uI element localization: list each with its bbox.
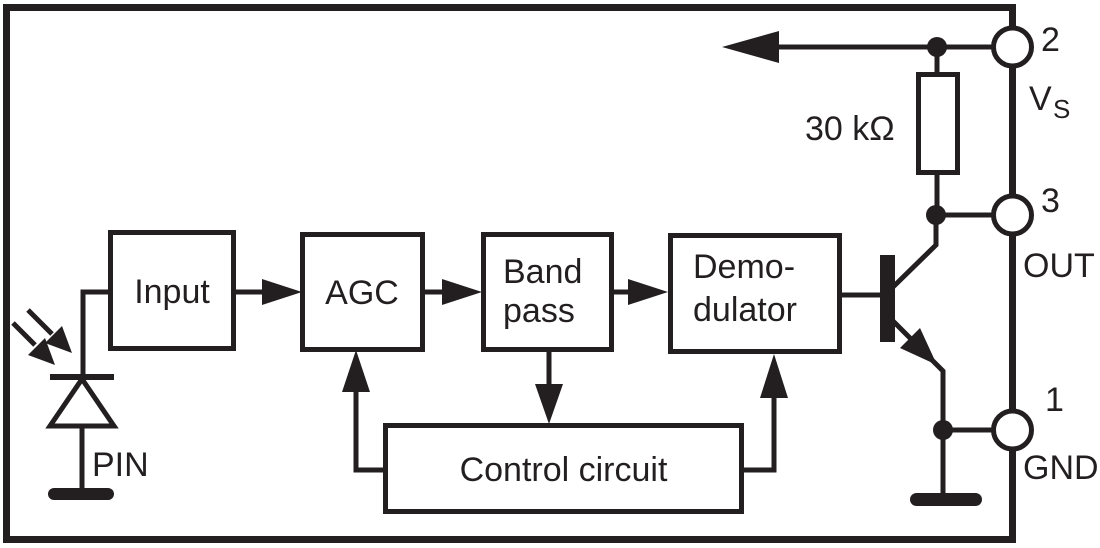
- agc-label: AGC: [325, 274, 399, 312]
- output-stage: 30 kΩ: [722, 31, 999, 506]
- arrowhead-input-to-agc: [262, 279, 302, 305]
- light-ray-icon: [11, 321, 37, 347]
- resistor-value-label: 30 kΩ: [805, 110, 895, 148]
- block-control-circuit: Control circuit: [383, 423, 744, 514]
- pin-1-terminal: [991, 408, 1034, 452]
- arrowhead-agc-to-bandpass: [442, 279, 482, 305]
- arrowhead-bandpass-to-control: [535, 384, 563, 424]
- pin-2-terminal: [991, 25, 1034, 69]
- ground-symbol: [48, 488, 114, 500]
- block-bandpass: Band pass: [481, 232, 614, 352]
- wire-photodiode-to-input: [80, 289, 111, 377]
- arrowhead-bandpass-to-demodulator: [628, 279, 668, 305]
- demodulator-box: [668, 233, 842, 354]
- pin-1-number: 1: [1045, 381, 1064, 419]
- arrowhead-supply-to-circuit: [722, 31, 779, 63]
- pin-3-terminal: [991, 193, 1034, 237]
- pin-2-number: 2: [1041, 21, 1060, 59]
- pin-out: 3 OUT: [991, 182, 1095, 285]
- control-circuit-label: Control circuit: [460, 451, 668, 489]
- demodulator-label-line2: dulator: [693, 291, 797, 329]
- pin-2-name-subscript: S: [1053, 94, 1070, 124]
- arrowhead-control-to-agc: [342, 350, 370, 392]
- resistor-body: [916, 72, 960, 175]
- light-ray-icon: [26, 308, 54, 336]
- block-agc: AGC: [300, 232, 425, 352]
- photodiode-label: PIN: [92, 446, 149, 484]
- transistor-emitter: [891, 319, 946, 495]
- pin-1-name: GND: [1023, 449, 1099, 487]
- light-ray-arrowhead-icon: [45, 326, 72, 353]
- agc-box: [300, 232, 425, 352]
- bandpass-label-line2: pass: [503, 292, 575, 330]
- pin-vs: 2 V S: [991, 21, 1070, 124]
- pin-2-name: V: [1029, 80, 1052, 118]
- signal-chain: [233, 279, 882, 305]
- pin-3-number: 3: [1041, 182, 1060, 220]
- wire-control-to-demodulator: [741, 398, 777, 473]
- transistor-collector: [891, 215, 939, 289]
- input-box: [108, 230, 236, 351]
- bandpass-label-line1: Band: [503, 253, 582, 291]
- junction-dot: [926, 205, 946, 225]
- control-feedback: [342, 349, 788, 473]
- photodiode-section: PIN: [11, 289, 149, 500]
- wire-control-to-agc: [353, 392, 386, 473]
- arrowhead-control-to-demodulator: [760, 354, 788, 398]
- pin-3-name: OUT: [1023, 247, 1095, 285]
- junction-dot: [927, 37, 947, 57]
- block-demodulator: Demo- dulator: [668, 233, 842, 354]
- ground-symbol: [910, 493, 982, 506]
- package-outline: [3, 4, 1016, 543]
- bandpass-box: [481, 232, 614, 352]
- photodiode-triangle: [45, 374, 119, 429]
- light-ray-arrowhead-icon: [28, 338, 55, 365]
- input-label: Input: [134, 273, 210, 311]
- block-input: Input: [108, 230, 236, 351]
- pin-gnd: 1 GND: [991, 381, 1099, 487]
- control-circuit-box: [383, 423, 744, 514]
- junction-dot: [933, 420, 953, 440]
- transistor-base-bar: [880, 255, 895, 342]
- demodulator-label-line1: Demo-: [693, 248, 795, 286]
- transistor-emitter-arrowhead: [900, 328, 937, 365]
